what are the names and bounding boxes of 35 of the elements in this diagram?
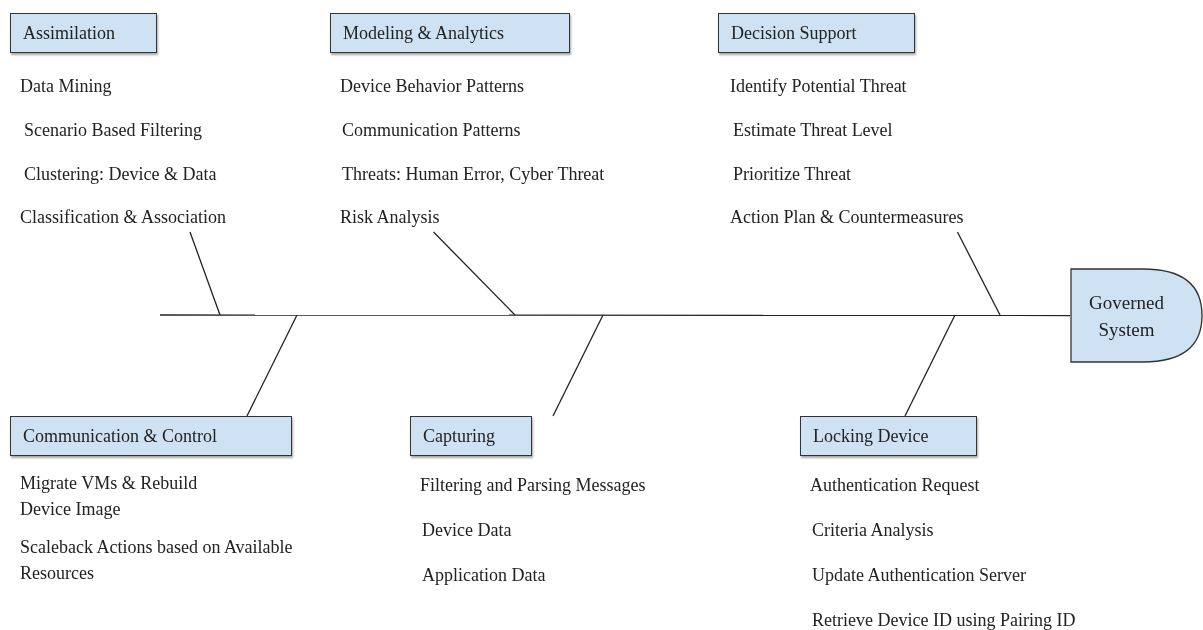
cause-item: Scaleback Actions based on Available Resources [20, 536, 294, 585]
cause-item: Device Data [422, 519, 512, 542]
category-box: Modeling & Analytics [330, 13, 570, 53]
cause-item: Identify Potential Threat [730, 75, 907, 98]
cause-item: Application Data [422, 564, 546, 587]
category-box: Assimilation [10, 13, 157, 53]
cause-item: Migrate VMs & Rebuild Device Image [20, 472, 199, 521]
category-box: Capturing [410, 416, 532, 456]
category-box: Communication & Control [10, 416, 292, 456]
cause-item: Communication Patterns [342, 119, 521, 142]
cause-item: Scenario Based Filtering [24, 119, 202, 142]
category-box: Locking Device [800, 416, 977, 456]
bone-line [904, 314, 956, 417]
cause-item: Filtering and Parsing Messages [420, 474, 646, 497]
category-box: Decision Support [718, 13, 915, 53]
cause-item: Prioritize Threat [733, 163, 852, 186]
cause-item: Data Mining [20, 75, 112, 98]
cause-item: Authentication Request [810, 474, 980, 497]
cause-item: Threats: Human Error, Cyber Threat [342, 163, 605, 186]
bone-line [189, 231, 221, 316]
cause-item: Device Behavior Patterns [340, 75, 524, 98]
cause-item: Classification & Association [20, 204, 226, 230]
bone-line [552, 314, 604, 417]
bone-line [246, 314, 298, 417]
cause-item: Retrieve Device ID using Pairing ID [812, 609, 1076, 630]
cause-item: Risk Analysis [340, 204, 440, 230]
cause-item: Action Plan & Countermeasures [730, 204, 964, 230]
bone-line [432, 231, 516, 316]
effect-head: Governed System [1070, 268, 1203, 363]
cause-item: Estimate Threat Level [733, 119, 893, 142]
cause-item: Update Authentication Server [812, 564, 1026, 587]
bone-line [956, 231, 1001, 316]
cause-item: Criteria Analysis [812, 519, 934, 542]
cause-item: Clustering: Device & Data [24, 163, 217, 186]
spine-line [159, 314, 1071, 317]
